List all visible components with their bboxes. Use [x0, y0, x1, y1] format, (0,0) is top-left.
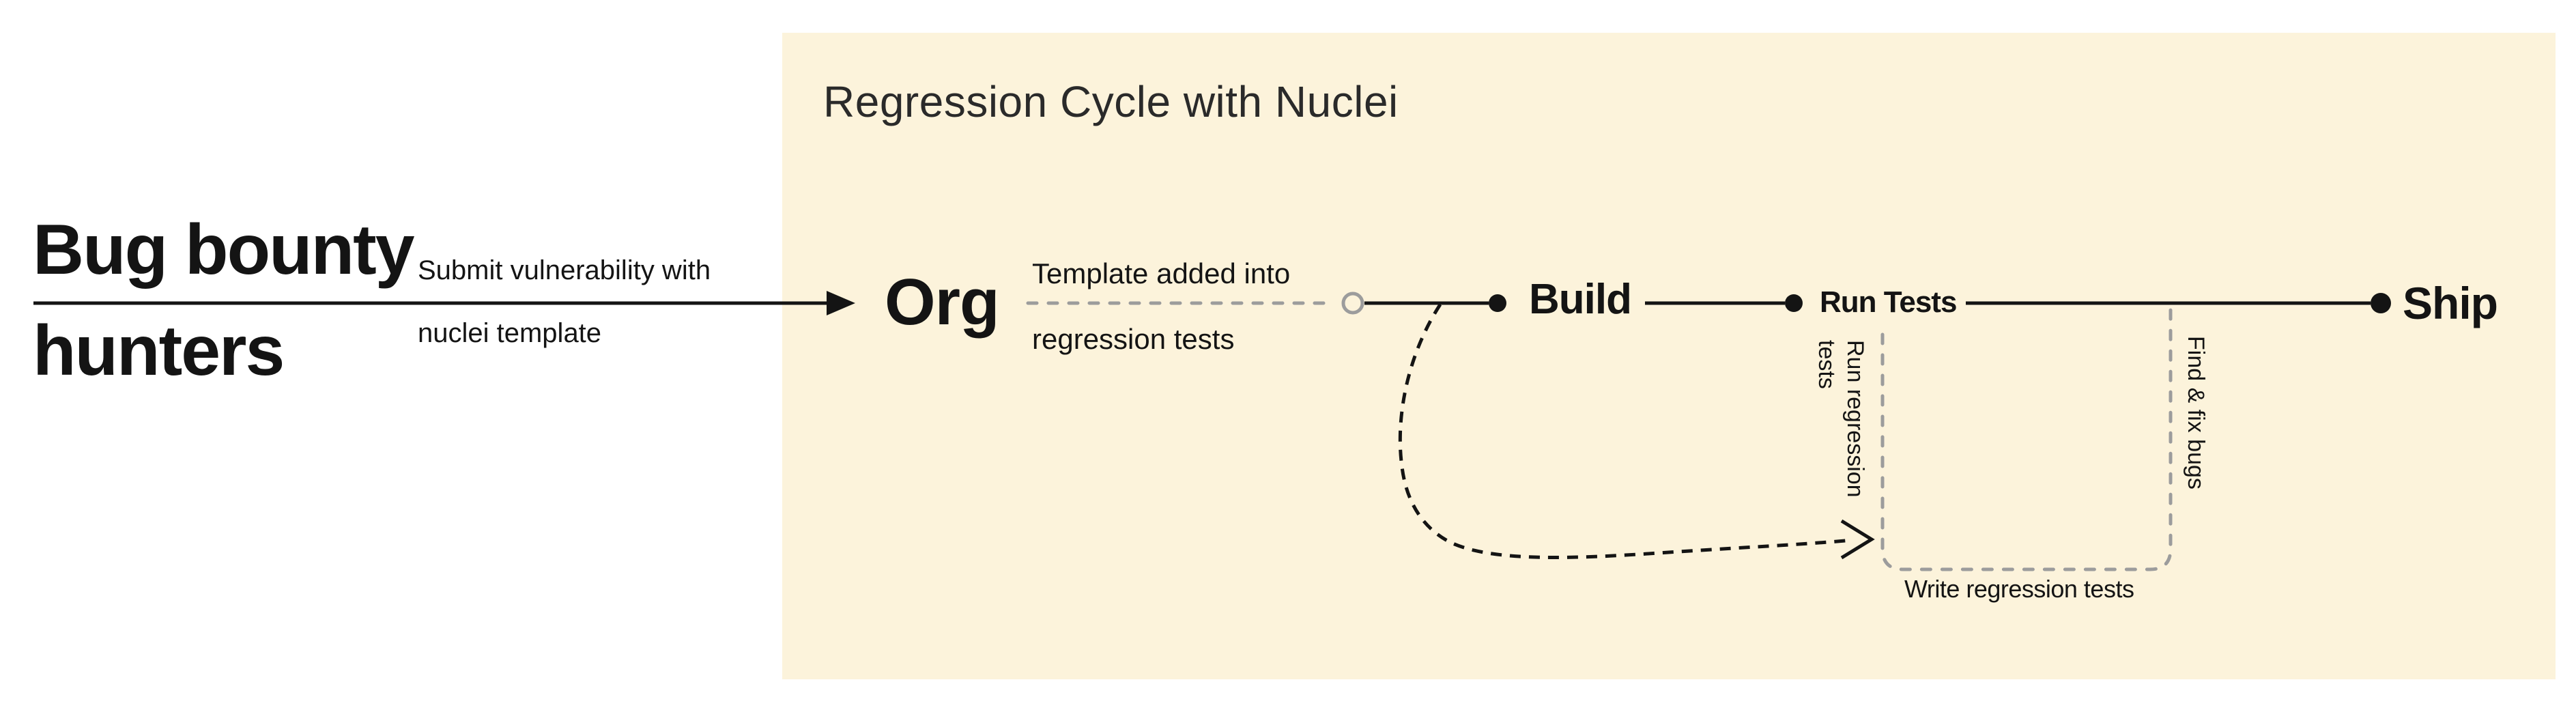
submit-arrow-label-line1: Submit vulnerability with: [418, 255, 711, 285]
feedback-arrow-head-icon: [1840, 519, 1875, 560]
node-build: Build: [1529, 276, 1632, 323]
node-org: Org: [885, 266, 1000, 339]
submit-arrow-label-line2: nuclei template: [418, 318, 602, 348]
ship-node-dot-icon: [2371, 293, 2391, 313]
write-tests-bracket: [1880, 307, 2173, 571]
actor-label-line1: Bug bounty: [33, 210, 415, 289]
actor-label-line2: hunters: [33, 311, 285, 391]
template-added-label-line1: Template added into: [1032, 257, 1291, 289]
find-fix-bugs-vertical-label: Find & fix bugs: [2183, 336, 2209, 490]
template-merge-circle-icon: [1341, 292, 1364, 315]
runtests-node-dot-icon: [1785, 294, 1803, 312]
node-ship: Ship: [2403, 278, 2498, 328]
build-feedback-dashed-curve: [1398, 303, 1853, 559]
run-regression-vertical-label: Run regression tests: [1814, 340, 1868, 498]
submit-arrow-head-icon: [827, 291, 855, 315]
build-node-dot-icon: [1489, 294, 1506, 312]
panel-title: Regression Cycle with Nuclei: [823, 77, 1399, 126]
template-added-label-line2: regression tests: [1032, 323, 1235, 355]
regression-cycle-panel: [782, 33, 2556, 679]
node-run-tests: Run Tests: [1820, 285, 1957, 319]
write-regression-tests-label: Write regression tests: [1904, 575, 2134, 603]
